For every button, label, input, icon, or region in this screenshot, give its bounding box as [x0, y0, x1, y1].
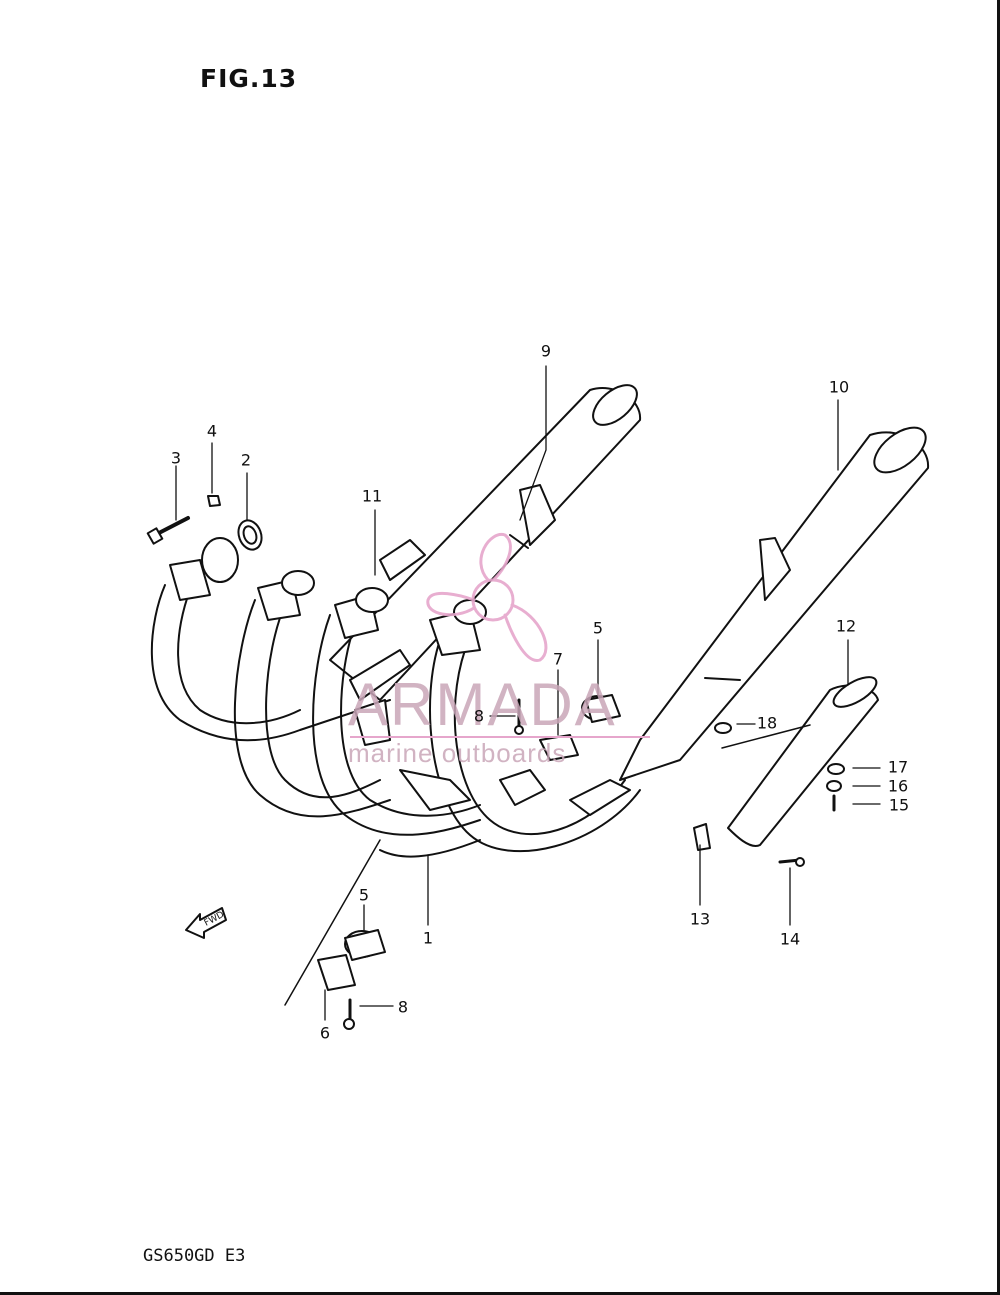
muffler-right	[619, 426, 930, 781]
heat-guard-bracket	[349, 539, 426, 746]
armada-logo-icon	[426, 533, 548, 662]
callout-16: 16	[887, 776, 909, 796]
callout-2: 2	[240, 450, 252, 470]
leader-lines	[175, 365, 881, 1021]
hardware-right	[693, 722, 845, 867]
exhaust-headers	[150, 584, 641, 858]
watermark-tagline: marine outboards	[348, 738, 567, 768]
heat-shield	[727, 676, 879, 847]
port-clamps	[169, 537, 487, 656]
hardware-lower	[284, 839, 386, 1030]
callout-18: 18	[756, 713, 778, 733]
callout-6: 6	[319, 1023, 331, 1043]
callout-14: 14	[779, 929, 801, 949]
forward-arrow-icon: FWD	[185, 907, 227, 939]
figure-title: FIG.13	[200, 64, 298, 93]
callout-5-lower: 5	[358, 885, 370, 905]
callout-4: 4	[206, 421, 218, 441]
page-border-right	[997, 0, 1000, 1295]
muffler-left	[329, 384, 642, 701]
page-border-bottom	[0, 1292, 1000, 1295]
callout-3: 3	[170, 448, 182, 468]
callout-12: 12	[835, 616, 857, 636]
model-code: GS650GD E3	[143, 1246, 246, 1266]
callout-13: 13	[689, 909, 711, 929]
callout-17: 17	[887, 757, 909, 777]
callout-1: 1	[422, 928, 434, 948]
callout-9: 9	[540, 341, 552, 361]
callout-7: 7	[552, 649, 564, 669]
callout-5-upper: 5	[592, 618, 604, 638]
watermark-rule	[350, 736, 650, 738]
callout-10: 10	[828, 377, 850, 397]
callout-8-lower: 8	[397, 997, 409, 1017]
hardware-top-left	[146, 495, 263, 551]
watermark-brand: ARMADA	[348, 671, 617, 738]
callout-15: 15	[888, 795, 910, 815]
callout-8-upper: 8	[473, 706, 485, 726]
callout-11: 11	[361, 486, 383, 506]
